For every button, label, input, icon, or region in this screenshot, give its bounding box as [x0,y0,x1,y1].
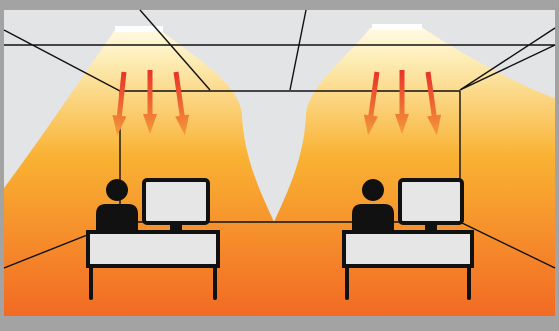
heater-right [372,24,422,30]
